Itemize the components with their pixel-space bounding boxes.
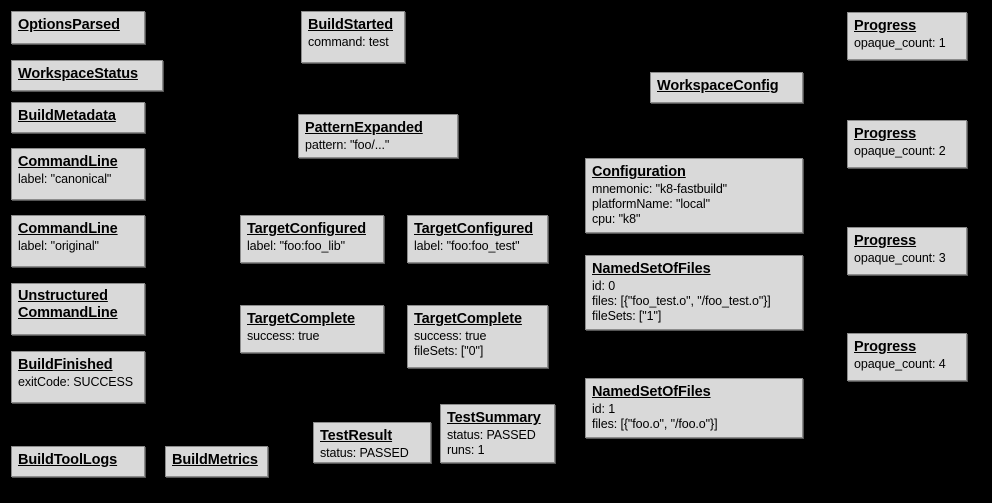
event-node-fields: label: "foo:foo_test" [414, 239, 520, 254]
event-node-title: TestResult [320, 428, 393, 444]
event-node-fields: opaque_count: 1 [854, 36, 946, 51]
event-node-title: WorkspaceStatus [18, 66, 138, 82]
event-node-title: Progress [854, 18, 917, 34]
event-node-build-started[interactable]: BuildStarted command: test [301, 11, 405, 63]
event-node-progress-2[interactable]: Progress opaque_count: 2 [847, 120, 967, 168]
event-node-title: PatternExpanded [305, 120, 423, 136]
event-node-title: OptionsParsed [18, 17, 120, 33]
event-node-title: CommandLine [18, 154, 118, 170]
event-node-fields: status: PASSED [320, 446, 409, 461]
event-node-workspace-config[interactable]: WorkspaceConfig [650, 72, 803, 103]
event-node-progress-4[interactable]: Progress opaque_count: 4 [847, 333, 967, 381]
event-node-title: NamedSetOfFiles [592, 384, 711, 400]
event-node-build-metrics[interactable]: BuildMetrics [165, 446, 268, 477]
event-node-title: Progress [854, 233, 917, 249]
event-node-fields: pattern: "foo/..." [305, 138, 390, 153]
event-node-target-complete-lib[interactable]: TargetComplete success: true [240, 305, 384, 353]
event-node-title: TargetConfigured [247, 221, 366, 237]
event-node-fields: opaque_count: 4 [854, 357, 946, 372]
event-node-fields: opaque_count: 3 [854, 251, 946, 266]
event-node-title: TargetComplete [414, 311, 522, 327]
event-node-title: Configuration [592, 164, 686, 180]
event-node-pattern-expanded[interactable]: PatternExpanded pattern: "foo/..." [298, 114, 458, 158]
event-node-named-set-of-files-1[interactable]: NamedSetOfFiles id: 1 files: [{"foo.o", "… [585, 378, 803, 438]
event-node-title: Unstructured CommandLine [18, 288, 118, 322]
event-node-workspace-status[interactable]: WorkspaceStatus [11, 60, 163, 91]
event-node-fields: id: 1 files: [{"foo.o", "/foo.o"}] [592, 402, 718, 431]
event-node-progress-3[interactable]: Progress opaque_count: 3 [847, 227, 967, 275]
event-node-fields: success: true fileSets: ["0"] [414, 329, 487, 358]
event-node-options-parsed[interactable]: OptionsParsed [11, 11, 145, 44]
event-node-title: BuildMetrics [172, 452, 258, 468]
event-node-fields: success: true [247, 329, 320, 344]
event-node-fields: label: "foo:foo_lib" [247, 239, 345, 254]
event-node-target-complete-test[interactable]: TargetComplete success: true fileSets: ["… [407, 305, 548, 368]
event-node-test-result[interactable]: TestResult status: PASSED [313, 422, 431, 463]
event-node-test-summary[interactable]: TestSummary status: PASSED runs: 1 [440, 404, 555, 463]
event-node-title: TargetConfigured [414, 221, 533, 237]
event-node-title: TargetComplete [247, 311, 355, 327]
event-node-title: Progress [854, 126, 917, 142]
event-node-unstructured-commandline[interactable]: Unstructured CommandLine [11, 283, 145, 335]
event-node-title: TestSummary [447, 410, 541, 426]
event-node-configuration[interactable]: Configuration mnemonic: "k8-fastbuild" pl… [585, 158, 803, 233]
event-node-title: CommandLine [18, 221, 118, 237]
event-node-command-line-original[interactable]: CommandLine label: "original" [11, 215, 145, 267]
event-node-fields: id: 0 files: [{"foo_test.o", "/foo_test.… [592, 279, 771, 323]
event-node-fields: mnemonic: "k8-fastbuild" platformName: "… [592, 182, 728, 226]
event-node-progress-1[interactable]: Progress opaque_count: 1 [847, 12, 967, 60]
event-node-title: Progress [854, 339, 917, 355]
event-node-fields: command: test [308, 35, 389, 50]
event-node-target-configured-test[interactable]: TargetConfigured label: "foo:foo_test" [407, 215, 548, 263]
event-node-fields: label: "canonical" [18, 172, 112, 187]
event-node-target-configured-lib[interactable]: TargetConfigured label: "foo:foo_lib" [240, 215, 384, 263]
event-node-fields: status: PASSED runs: 1 [447, 428, 536, 457]
event-node-build-metadata[interactable]: BuildMetadata [11, 102, 145, 133]
event-node-build-finished[interactable]: BuildFinished exitCode: SUCCESS [11, 351, 145, 403]
event-node-command-line-canonical[interactable]: CommandLine label: "canonical" [11, 148, 145, 200]
event-node-build-tool-logs[interactable]: BuildToolLogs [11, 446, 145, 477]
event-node-title: NamedSetOfFiles [592, 261, 711, 277]
event-node-fields: exitCode: SUCCESS [18, 375, 134, 390]
event-node-fields: label: "original" [18, 239, 99, 254]
event-node-title: BuildStarted [308, 17, 394, 33]
event-node-title: BuildFinished [18, 357, 113, 373]
event-node-fields: opaque_count: 2 [854, 144, 946, 159]
event-node-named-set-of-files-0[interactable]: NamedSetOfFiles id: 0 files: [{"foo_test.… [585, 255, 803, 330]
event-node-title: BuildToolLogs [18, 452, 118, 468]
event-node-title: WorkspaceConfig [657, 78, 779, 94]
event-node-title: BuildMetadata [18, 108, 116, 124]
